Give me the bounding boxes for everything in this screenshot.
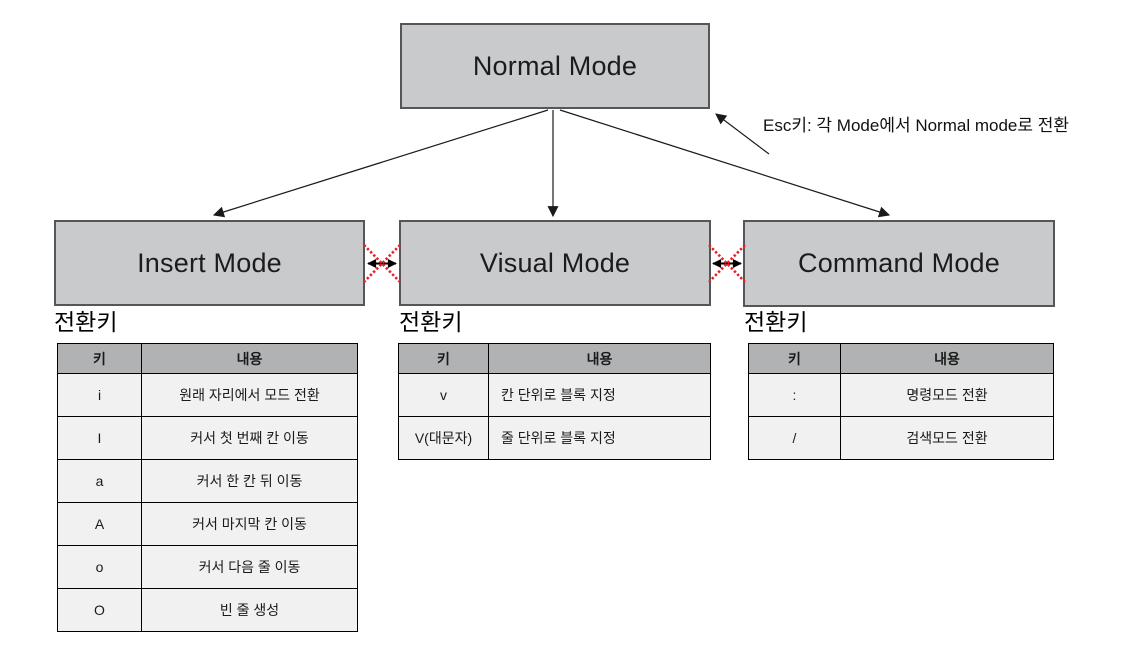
table-row: : 명령모드 전환 bbox=[748, 373, 1054, 417]
visual-mode-label: Visual Mode bbox=[479, 247, 631, 278]
normal-mode-box: Normal Mode bbox=[400, 23, 710, 109]
desc-column-header: 내용 bbox=[141, 343, 358, 374]
table-row: A 커서 마지막 칸 이동 bbox=[57, 502, 358, 546]
insert-mode-key-table: 키 내용 i 원래 자리에서 모드 전환 I 커서 첫 번째 칸 이동 a 커서… bbox=[57, 343, 358, 632]
command-mode-label: Command Mode bbox=[798, 248, 1000, 278]
switch-key-heading-insert: 전환키 bbox=[54, 309, 118, 335]
key-cell: a bbox=[57, 459, 142, 503]
visual-mode-box: Visual Mode bbox=[399, 220, 711, 306]
table-row: v 칸 단위로 블록 지정 bbox=[398, 373, 711, 417]
desc-cell: 명령모드 전환 bbox=[840, 373, 1054, 417]
esc-key-note: Esc키: 각 Mode에서 Normal mode로 전환 bbox=[763, 116, 1069, 135]
key-cell: : bbox=[748, 373, 841, 417]
command-mode-key-table: 키 내용 : 명령모드 전환 / 검색모드 전환 bbox=[748, 343, 1054, 460]
desc-cell: 원래 자리에서 모드 전환 bbox=[141, 373, 358, 417]
desc-column-header: 내용 bbox=[488, 343, 711, 374]
key-cell: A bbox=[57, 502, 142, 546]
key-cell: o bbox=[57, 545, 142, 589]
visual-mode-key-table: 키 내용 v 칸 단위로 블록 지정 V(대문자) 줄 단위로 블록 지정 bbox=[398, 343, 711, 460]
key-column-header: 키 bbox=[398, 343, 489, 374]
table-row: V(대문자) 줄 단위로 블록 지정 bbox=[398, 416, 711, 460]
table-row: o 커서 다음 줄 이동 bbox=[57, 545, 358, 589]
normal-mode-label: Normal Mode bbox=[472, 50, 638, 81]
key-cell: i bbox=[57, 373, 142, 417]
table-header-row: 키 내용 bbox=[398, 343, 711, 374]
table-row: I 커서 첫 번째 칸 이동 bbox=[57, 416, 358, 460]
command-mode-box: Command Mode bbox=[743, 220, 1055, 307]
desc-cell: 칸 단위로 블록 지정 bbox=[488, 373, 711, 417]
blocked-x-icon bbox=[708, 244, 746, 283]
desc-column-header: 내용 bbox=[840, 343, 1054, 374]
table-header-row: 키 내용 bbox=[748, 343, 1054, 374]
desc-cell: 줄 단위로 블록 지정 bbox=[488, 416, 711, 460]
key-cell: v bbox=[398, 373, 489, 417]
insert-mode-box: Insert Mode bbox=[54, 220, 365, 306]
switch-key-heading-visual: 전환키 bbox=[399, 309, 463, 335]
key-column-header: 키 bbox=[748, 343, 841, 374]
arrow-esc-note-to-normal bbox=[715, 113, 770, 155]
arrow-normal-to-insert bbox=[212, 109, 549, 218]
desc-cell: 커서 다음 줄 이동 bbox=[141, 545, 358, 589]
switch-key-heading-command: 전환키 bbox=[744, 309, 808, 335]
insert-mode-label: Insert Mode bbox=[137, 247, 282, 278]
key-cell: / bbox=[748, 416, 841, 460]
blocked-x-icon bbox=[363, 244, 401, 283]
key-cell: V(대문자) bbox=[398, 416, 489, 460]
key-cell: O bbox=[57, 588, 142, 632]
table-header-row: 키 내용 bbox=[57, 343, 358, 374]
table-row: i 원래 자리에서 모드 전환 bbox=[57, 373, 358, 417]
table-row: a 커서 한 칸 뒤 이동 bbox=[57, 459, 358, 503]
key-column-header: 키 bbox=[57, 343, 142, 374]
table-row: O 빈 줄 생성 bbox=[57, 588, 358, 632]
desc-cell: 커서 한 칸 뒤 이동 bbox=[141, 459, 358, 503]
desc-cell: 커서 첫 번째 칸 이동 bbox=[141, 416, 358, 460]
desc-cell: 커서 마지막 칸 이동 bbox=[141, 502, 358, 546]
desc-cell: 검색모드 전환 bbox=[840, 416, 1054, 460]
desc-cell: 빈 줄 생성 bbox=[141, 588, 358, 632]
key-cell: I bbox=[57, 416, 142, 460]
table-row: / 검색모드 전환 bbox=[748, 416, 1054, 460]
